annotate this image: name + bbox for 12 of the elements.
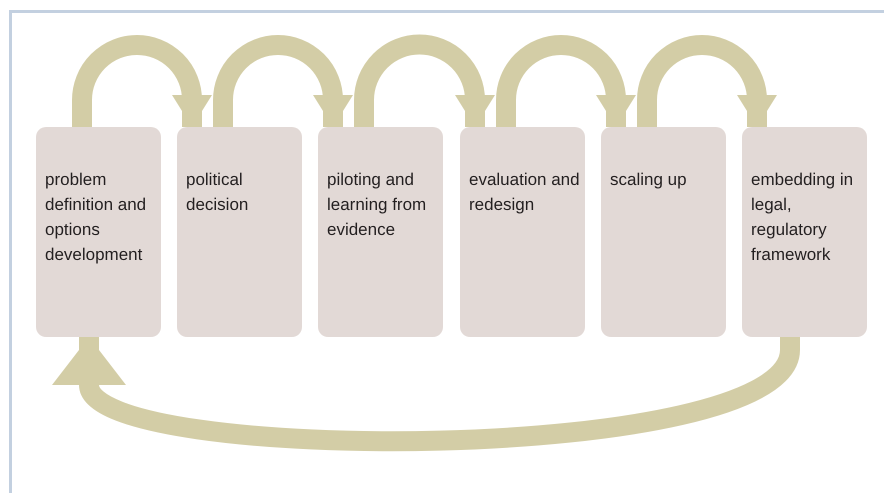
process-box <box>36 127 161 337</box>
process-box <box>601 127 726 337</box>
step-label: evaluation and redesign <box>469 169 581 216</box>
process-box <box>742 127 867 337</box>
step-label: embedding in legal, regulatory framework <box>751 169 854 266</box>
process-box <box>177 127 302 337</box>
process-box <box>460 127 585 337</box>
step-label: scaling up <box>610 169 688 191</box>
process-box <box>318 127 443 337</box>
step-label: problem definition and options development <box>45 169 148 266</box>
step-label: piloting and learning from evidence <box>327 169 428 241</box>
step-label: political decision <box>186 169 250 216</box>
